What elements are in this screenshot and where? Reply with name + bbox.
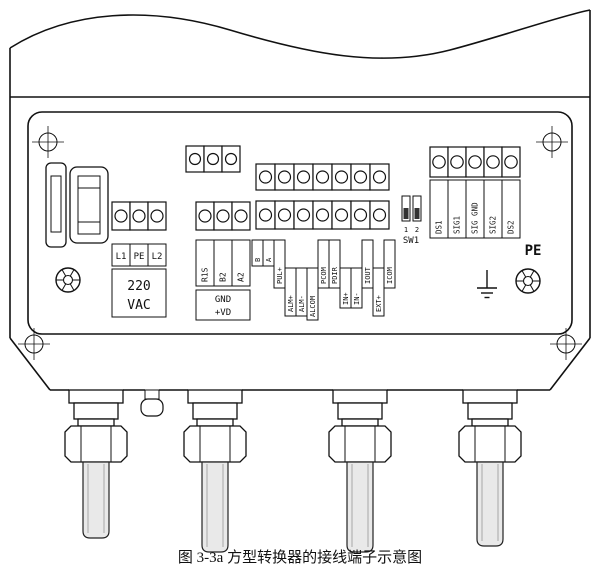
cable-gland — [183, 389, 247, 553]
screw-terminal — [501, 146, 521, 178]
screw-terminal — [129, 201, 149, 231]
cable — [476, 461, 504, 547]
screw-terminal — [483, 146, 503, 178]
io-label: ALM- — [298, 295, 306, 312]
comm-aux-box — [195, 289, 251, 321]
screw-terminal — [447, 146, 467, 178]
screw-terminal — [350, 163, 371, 191]
screw-terminal — [203, 145, 223, 173]
cable-gland — [64, 389, 128, 539]
screw-terminal — [350, 200, 371, 230]
screw-terminal — [274, 163, 295, 191]
comm-terminal-block: R1S B2 A2 GND +VD — [195, 201, 251, 321]
comm-aux-label: GND — [215, 295, 231, 305]
panel-screw-icon — [55, 267, 81, 293]
cable-gland — [458, 389, 522, 547]
screw-terminal — [312, 163, 333, 191]
comm-terminal-label: R1S — [201, 267, 210, 282]
signal-label: SIG GND — [471, 202, 480, 234]
screw-terminal — [231, 201, 251, 231]
voltage-unit: VAC — [127, 298, 150, 313]
signal-label: SIG1 — [453, 216, 462, 234]
io-label: A — [265, 257, 273, 262]
signal-label: SIG2 — [489, 216, 498, 234]
power-terminal-label: L1 — [116, 252, 127, 262]
screw-terminal — [293, 200, 314, 230]
io-label: PUL+ — [276, 267, 284, 284]
protective-earth: PE — [477, 243, 542, 299]
screw-terminal — [255, 200, 276, 230]
cable — [346, 461, 374, 553]
comm-terminal-label: B2 — [219, 272, 228, 282]
power-terminal-block: L1 PE L2 220 VAC — [111, 201, 167, 318]
comm-terminal-label: A2 — [237, 272, 246, 282]
signal-label: DS1 — [435, 220, 444, 234]
io-label: IOUT — [364, 266, 372, 284]
io-label: IN- — [353, 292, 361, 305]
voltage-label-box — [111, 268, 167, 318]
screw-terminal — [369, 163, 390, 191]
io-label: PCOM — [320, 267, 328, 284]
screw-terminal — [465, 146, 485, 178]
voltage-value: 220 — [127, 279, 150, 294]
screw-terminal — [312, 200, 333, 230]
io-label: ALM+ — [287, 295, 295, 312]
io-label: ICOM — [386, 267, 394, 284]
fuse-holder — [45, 162, 109, 248]
pe-label: PE — [525, 243, 542, 259]
screw-terminal — [331, 200, 352, 230]
screw-terminal — [221, 145, 241, 173]
ground-symbol-icon — [477, 270, 497, 299]
dip-switch-sw1: 1 2 SW1 — [401, 195, 422, 246]
signal-label: DS2 — [507, 220, 516, 234]
cable — [82, 461, 110, 539]
screw-terminal — [255, 163, 276, 191]
power-terminal-label: PE — [134, 252, 145, 262]
dip-switch-label: SW1 — [403, 236, 419, 246]
breather-plug — [140, 389, 164, 417]
screw-terminal — [293, 163, 314, 191]
cable — [201, 461, 229, 553]
io-label: PDIR — [331, 266, 339, 284]
screw-terminal — [213, 201, 233, 231]
io-label: B — [254, 258, 262, 262]
dip-pin-label: 2 — [415, 226, 419, 234]
figure-caption: 图 3-3a 方型转换器的接线端子示意图 — [178, 548, 422, 566]
screw-terminal — [185, 145, 205, 173]
power-terminal-label: L2 — [152, 252, 163, 262]
io-terminal-block: B A PUL+ ALM+ ALM- ALCOM PCOM PDIR IN+ I… — [251, 163, 396, 321]
aux-terminal-block-top — [185, 145, 241, 173]
enclosure-outline — [9, 9, 591, 391]
screw-terminal — [369, 200, 390, 230]
screw-terminal — [195, 201, 215, 231]
comm-aux-label: +VD — [215, 308, 231, 318]
screw-terminal — [331, 163, 352, 191]
cable-gland — [328, 389, 392, 553]
io-label: ALCOM — [309, 296, 317, 317]
screw-terminal — [429, 146, 449, 178]
screw-terminal — [147, 201, 167, 231]
io-label: IN+ — [342, 292, 350, 305]
screw-terminal — [274, 200, 295, 230]
io-label: EXT+ — [375, 295, 383, 312]
signal-terminal-block: DS1 SIG1 SIG GND SIG2 DS2 — [429, 146, 521, 239]
screw-terminal — [111, 201, 131, 231]
panel-screw-icon — [515, 268, 541, 294]
dip-pin-label: 1 — [404, 226, 408, 234]
